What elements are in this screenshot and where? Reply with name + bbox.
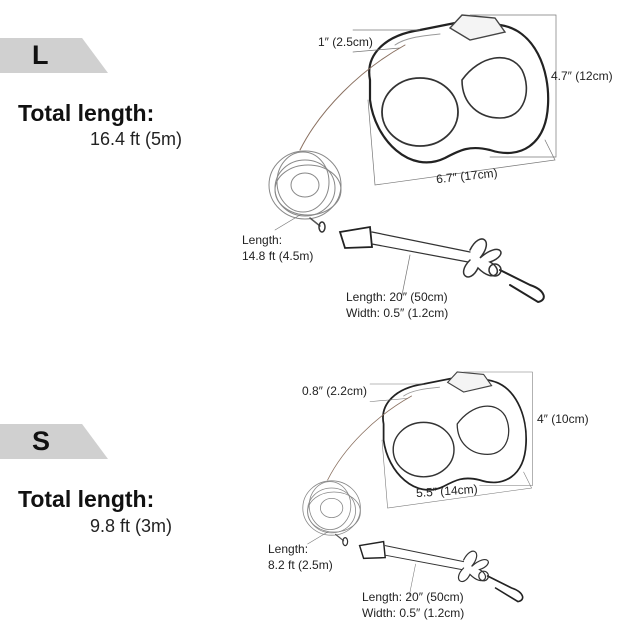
size-letter: S xyxy=(32,426,51,456)
total-length-value: 9.8 ft (3m) xyxy=(90,516,173,536)
total-length-value: 16.4 ft (5m) xyxy=(90,129,183,149)
total-length-label: Total length: xyxy=(18,486,155,512)
cord-length-label: Length: xyxy=(242,233,283,247)
cord-length-value: 14.8 ft (4.5m) xyxy=(242,249,314,263)
strap-width: Width: 0.5″ (1.2cm) xyxy=(362,606,465,620)
button-width-dim: 0.8″ (2.2cm) xyxy=(302,384,367,398)
strap-length: Length: 20″ (50cm) xyxy=(362,590,464,604)
strap-width: Width: 0.5″ (1.2cm) xyxy=(346,306,449,320)
total-length-label: Total length: xyxy=(18,100,155,126)
cord-length-value: 8.2 ft (2.5m) xyxy=(268,558,333,572)
size-letter: L xyxy=(32,40,49,70)
strap-length: Length: 20″ (50cm) xyxy=(346,290,448,304)
button-width-dim: 1″ (2.5cm) xyxy=(318,35,373,49)
height-dim: 4.7″ (12cm) xyxy=(551,69,613,83)
cord-length-label: Length: xyxy=(268,542,309,556)
height-dim: 4″ (10cm) xyxy=(537,412,589,426)
